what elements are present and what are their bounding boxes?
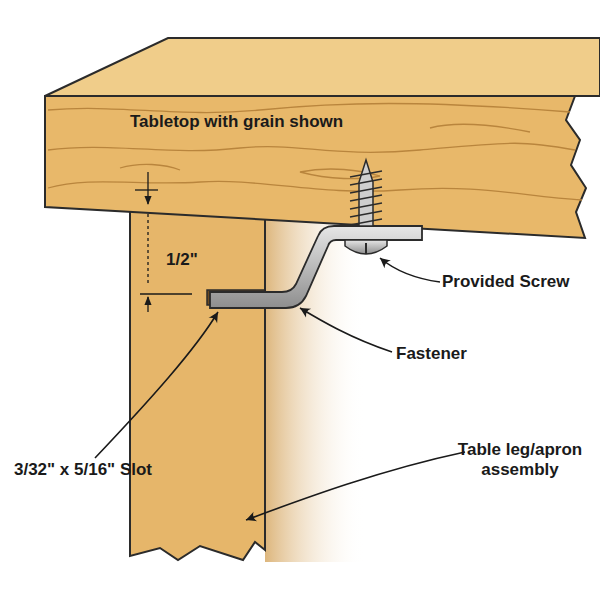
tabletop-front xyxy=(45,96,586,238)
part-label: Provided Screw xyxy=(442,272,592,292)
fastener-leader xyxy=(300,308,392,352)
part-label: Table leg/apron assembly xyxy=(445,440,595,481)
part-label: 3/32" x 5/16" Slot xyxy=(8,460,158,480)
table-leg xyxy=(130,205,265,560)
part-label: Fastener xyxy=(396,344,516,364)
leg-leader xyxy=(246,452,465,520)
dimension-half-inch xyxy=(135,172,192,312)
screw-leader xyxy=(380,258,440,282)
screw xyxy=(345,160,387,254)
tabletop-top xyxy=(45,38,600,96)
dimension-label: 1/2" xyxy=(166,250,216,270)
part-label: Tabletop with grain shown xyxy=(130,112,348,132)
slot-leader xyxy=(95,312,218,458)
leader-lines xyxy=(95,258,465,520)
wood-grain xyxy=(48,104,582,201)
fastener-clip xyxy=(210,226,422,308)
tabletop-region: Tabletop with grain shown xyxy=(128,110,350,134)
